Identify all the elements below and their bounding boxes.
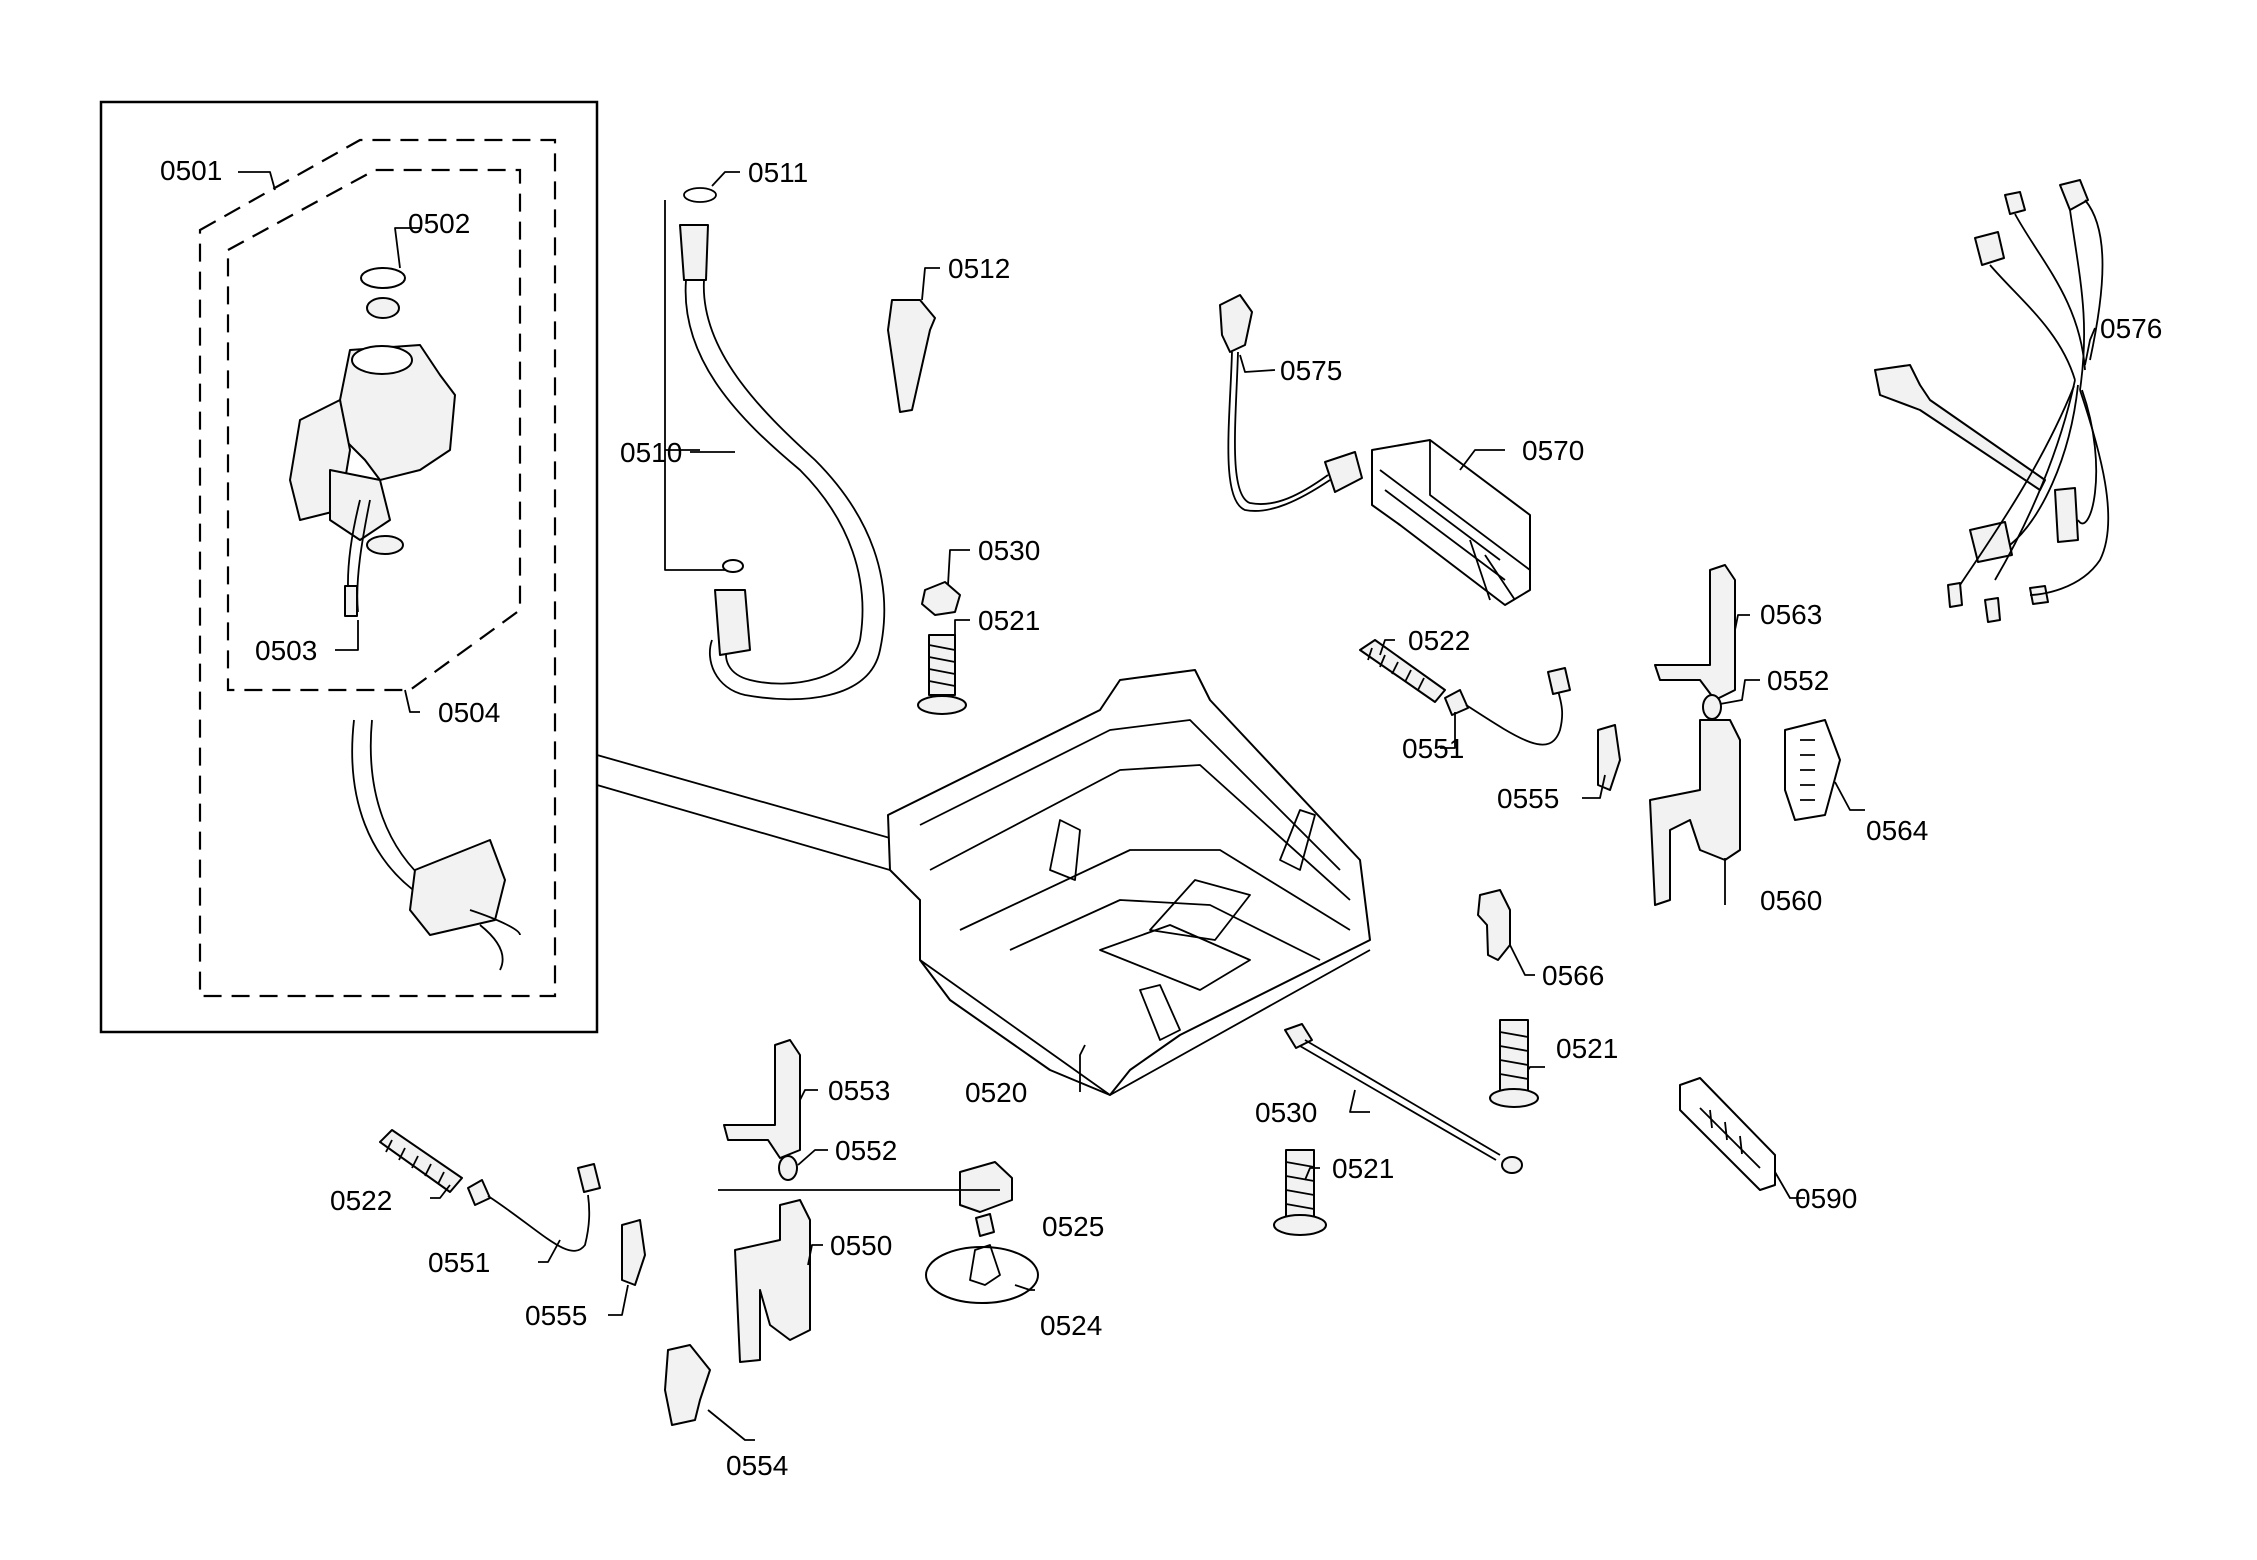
water-valve-part	[289, 267, 456, 617]
label-0522-upper: 0522	[1408, 625, 1470, 656]
cover-plate-0524-part	[925, 1244, 1039, 1304]
label-0521-right: 0521	[1556, 1033, 1618, 1064]
label-0553: 0553	[828, 1075, 890, 1106]
label-0552-upper: 0552	[1767, 665, 1829, 696]
label-0521-upper: 0521	[978, 605, 1040, 636]
label-0570: 0570	[1522, 435, 1584, 466]
label-0551-upper: 0551	[1402, 733, 1464, 764]
spring-lower-part	[379, 1129, 463, 1193]
label-0551-lower: 0551	[428, 1247, 490, 1278]
label-0501: 0501	[160, 155, 222, 186]
label-0530-lower: 0530	[1255, 1097, 1317, 1128]
drain-hose-part	[679, 187, 886, 701]
hinge-0550-part	[734, 1199, 811, 1363]
cable-upper-part	[1444, 667, 1571, 746]
hinge-0560-part	[1649, 719, 1741, 906]
control-module-part	[1371, 439, 1531, 606]
switch-0525-part	[959, 1161, 1013, 1237]
label-0504: 0504	[438, 697, 500, 728]
label-0564: 0564	[1866, 815, 1928, 846]
label-0566: 0566	[1542, 960, 1604, 991]
leader-lines	[238, 171, 2096, 1441]
wiring-harness-part	[1874, 179, 2110, 623]
label-0554: 0554	[726, 1450, 788, 1481]
label-0550: 0550	[830, 1230, 892, 1261]
label-0521-lower: 0521	[1332, 1153, 1394, 1184]
hinge-plate-0563-part	[1654, 564, 1736, 701]
cover-0564-part	[1784, 719, 1841, 821]
label-0524: 0524	[1040, 1310, 1102, 1341]
clip-0554-part	[664, 1344, 711, 1426]
foot-nut-upper-part	[921, 581, 961, 616]
inset-box	[99, 100, 891, 1034]
label-0555-upper: 0555	[1497, 783, 1559, 814]
base-frame-part	[887, 669, 1371, 1096]
label-0563: 0563	[1760, 599, 1822, 630]
label-0555-lower: 0555	[525, 1300, 587, 1331]
inlet-hose-part	[351, 719, 521, 971]
label-0576: 0576	[2100, 313, 2162, 344]
label-0560: 0560	[1760, 885, 1822, 916]
label-0530-upper: 0530	[978, 535, 1040, 566]
clip-0555-lower-part	[621, 1219, 646, 1286]
hinge-plate-0553-part	[723, 1039, 801, 1159]
clip-0512-part	[887, 299, 936, 413]
cable-lower-part	[467, 1163, 601, 1252]
adjustable-foot-lower-part	[1273, 1149, 1327, 1236]
part-labels: 0501 0502 0503 0504 0510 0511 0512 0530 …	[160, 155, 2162, 1481]
adjustable-foot-right-part	[1489, 1019, 1539, 1108]
power-cord-part	[1219, 294, 1363, 512]
label-0525: 0525	[1042, 1211, 1104, 1242]
cover-0590-part	[1679, 1077, 1776, 1191]
label-0590: 0590	[1795, 1183, 1857, 1214]
label-0510: 0510	[620, 437, 682, 468]
label-0575: 0575	[1280, 355, 1342, 386]
sensor-0566-part	[1477, 889, 1511, 961]
label-0522-lower: 0522	[330, 1185, 392, 1216]
clip-0555-upper-part	[1597, 724, 1621, 791]
spring-upper-part	[1359, 639, 1446, 703]
washer-0552-upper-part	[1702, 694, 1722, 720]
label-0520: 0520	[965, 1077, 1027, 1108]
adjustable-foot-upper-part	[917, 634, 967, 715]
label-0503: 0503	[255, 635, 317, 666]
label-0511: 0511	[748, 157, 808, 188]
label-0552-lower: 0552	[835, 1135, 897, 1166]
label-0512: 0512	[948, 253, 1010, 284]
label-0502: 0502	[408, 208, 470, 239]
adjusting-rod-part	[1284, 1023, 1523, 1174]
washer-0552-lower-part	[778, 1155, 798, 1181]
